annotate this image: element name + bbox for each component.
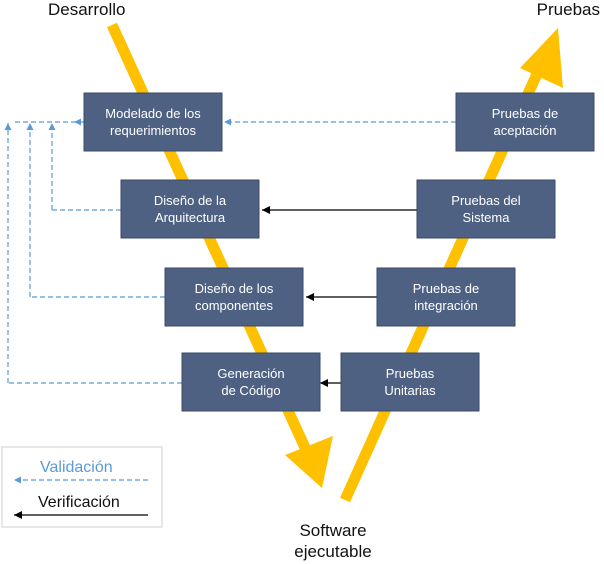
box-label: Pruebas [386, 366, 435, 381]
box-label: Pruebas de [492, 106, 559, 121]
software-label-line1: Software [299, 521, 366, 540]
legend: Validación Verificación [1, 446, 163, 528]
verification-lines [262, 206, 417, 387]
box-architecture-design[interactable]: Diseño de la Arquitectura [120, 179, 260, 239]
development-label: Desarrollo [48, 0, 125, 19]
validation-lines [4, 118, 456, 384]
box-label: Unitarias [384, 383, 436, 398]
box-label: Sistema [463, 210, 511, 225]
legend-validation-label: Validación [40, 459, 113, 476]
legend-box [1, 446, 163, 528]
box-label: Diseño de la [154, 193, 227, 208]
box-label: Pruebas del [451, 193, 520, 208]
box-acceptance-testing[interactable]: Pruebas de aceptación [455, 92, 595, 152]
box-system-testing[interactable]: Pruebas del Sistema [416, 179, 556, 239]
box-code-generation[interactable]: Generación de Código [181, 352, 321, 412]
box-label: Arquitectura [155, 210, 226, 225]
box-component-design[interactable]: Diseño de los componentes [164, 267, 304, 327]
box-label: Diseño de los [195, 281, 274, 296]
legend-verification-label: Verificación [38, 494, 120, 511]
box-requirements-modeling[interactable]: Modelado de los requerimientos [83, 92, 223, 152]
software-label-line2: ejecutable [294, 542, 372, 561]
box-label: componentes [195, 298, 274, 313]
box-integration-testing[interactable]: Pruebas de integración [376, 267, 516, 327]
box-label: Pruebas de [413, 281, 480, 296]
box-label: de Código [221, 383, 280, 398]
box-unit-testing[interactable]: Pruebas Unitarias [340, 352, 480, 412]
box-label: requerimientos [110, 123, 196, 138]
box-label: Modelado de los [105, 106, 201, 121]
box-label: Generación [217, 366, 284, 381]
box-label: aceptación [494, 123, 557, 138]
testing-label: Pruebas [537, 0, 600, 19]
box-label: integración [414, 298, 478, 313]
